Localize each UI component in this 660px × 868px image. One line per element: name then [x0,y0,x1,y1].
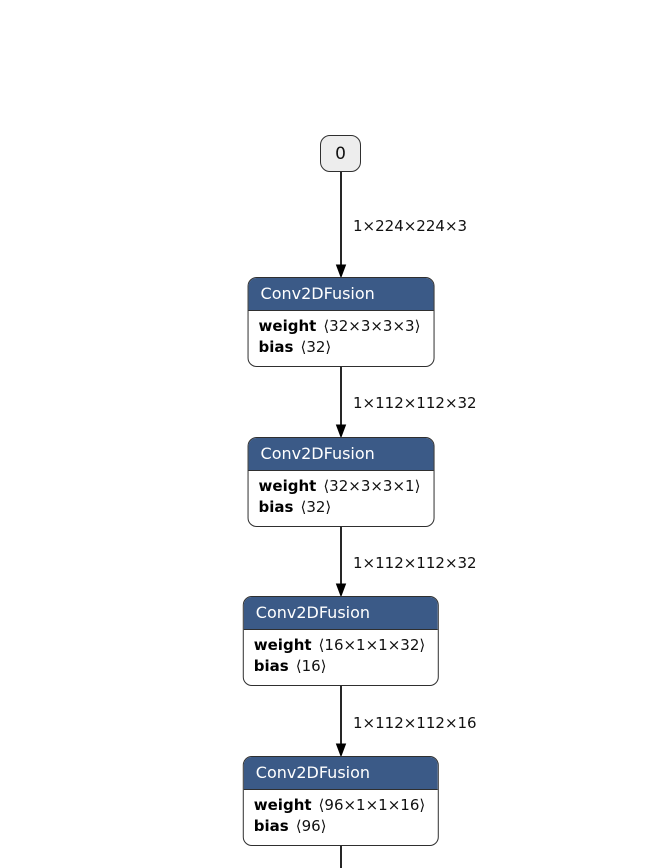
arrowhead-icon [335,264,347,279]
node-header[interactable]: Conv2DFusion [248,278,434,311]
attr-bias[interactable]: bias⟨32⟩ [258,338,332,356]
attr-bias[interactable]: bias⟨96⟩ [253,817,327,835]
node-header[interactable]: Conv2DFusion [248,438,434,471]
attr-bias[interactable]: bias⟨32⟩ [258,498,332,516]
edge-label-input-shape: 1×224×224×3 [353,217,468,235]
attr-bias[interactable]: bias⟨16⟩ [253,657,327,675]
conv-node-1[interactable]: Conv2DFusion weight⟨32×3×3×3⟩ bias⟨32⟩ [247,277,435,367]
edge-label-shape: 1×112×112×32 [353,554,477,572]
attr-weight[interactable]: weight⟨32×3×3×1⟩ [258,477,421,495]
attr-weight[interactable]: weight⟨16×1×1×32⟩ [253,636,426,654]
input-node-label: 0 [335,143,346,164]
model-input-node[interactable]: 0 [320,135,361,172]
edge-label-shape: 1×112×112×16 [353,714,477,732]
arrowhead-icon [335,424,347,439]
arrowhead-icon [335,583,347,598]
arrowhead-icon [335,743,347,758]
conv-node-4[interactable]: Conv2DFusion weight⟨96×1×1×16⟩ bias⟨96⟩ [242,756,440,846]
node-body: weight⟨32×3×3×3⟩ bias⟨32⟩ [249,311,434,366]
node-body: weight⟨96×1×1×16⟩ bias⟨96⟩ [244,790,438,845]
attr-weight[interactable]: weight⟨32×3×3×3⟩ [258,317,421,335]
conv-node-2[interactable]: Conv2DFusion weight⟨32×3×3×1⟩ bias⟨32⟩ [247,437,435,527]
conv-node-3[interactable]: Conv2DFusion weight⟨16×1×1×32⟩ bias⟨16⟩ [242,596,440,686]
attr-weight[interactable]: weight⟨96×1×1×16⟩ [253,796,426,814]
edge-label-shape: 1×112×112×32 [353,394,477,412]
node-header[interactable]: Conv2DFusion [243,597,439,630]
node-body: weight⟨32×3×3×1⟩ bias⟨32⟩ [249,471,434,526]
node-body: weight⟨16×1×1×32⟩ bias⟨16⟩ [244,630,438,685]
node-header[interactable]: Conv2DFusion [243,757,439,790]
